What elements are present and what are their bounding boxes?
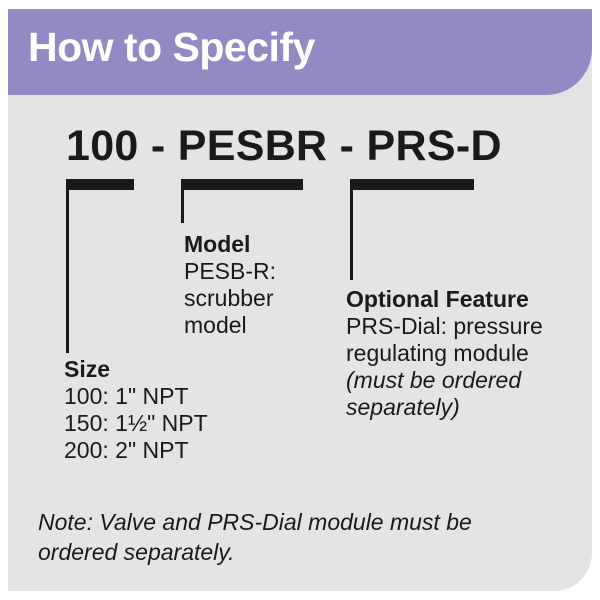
size-option: 100: 1" NPT [64,383,189,409]
feature-section: Optional Feature PRS-Dial: pressure regu… [346,286,543,421]
size-option: 200: 2" NPT [64,437,189,463]
feature-bracket-bar [350,179,474,190]
size-bracket-bar [66,179,134,190]
size-bracket-line [66,190,69,353]
page-title: How to Specify [28,24,315,70]
model-bracket-line [181,190,184,223]
model-section: Model PESB-R: scrubber model [184,231,276,339]
size-heading: Size [64,356,111,382]
feature-italic-line: (must be ordered [346,367,522,393]
specification-card: How to Specify 100 - PESBR - PRS-D Model… [8,9,592,591]
feature-italic-line: separately) [346,394,460,420]
feature-line: regulating module [346,340,529,366]
model-line: scrubber [184,285,274,311]
header-banner: How to Specify [8,9,592,95]
feature-bracket-line [350,190,353,280]
model-bracket-bar [181,179,303,190]
order-note: Note: Valve and PRS-Dial module must be … [38,509,472,565]
part-number-code: 100 - PESBR - PRS-D [66,122,502,170]
model-line: PESB-R: [184,258,277,284]
model-heading: Model [184,231,251,257]
feature-heading: Optional Feature [346,286,529,312]
size-option: 150: 1½" NPT [64,410,208,436]
size-section: Size 100: 1" NPT 150: 1½" NPT 200: 2" NP… [64,356,208,464]
model-line: model [184,312,247,338]
feature-line: PRS-Dial: pressure [346,313,543,339]
